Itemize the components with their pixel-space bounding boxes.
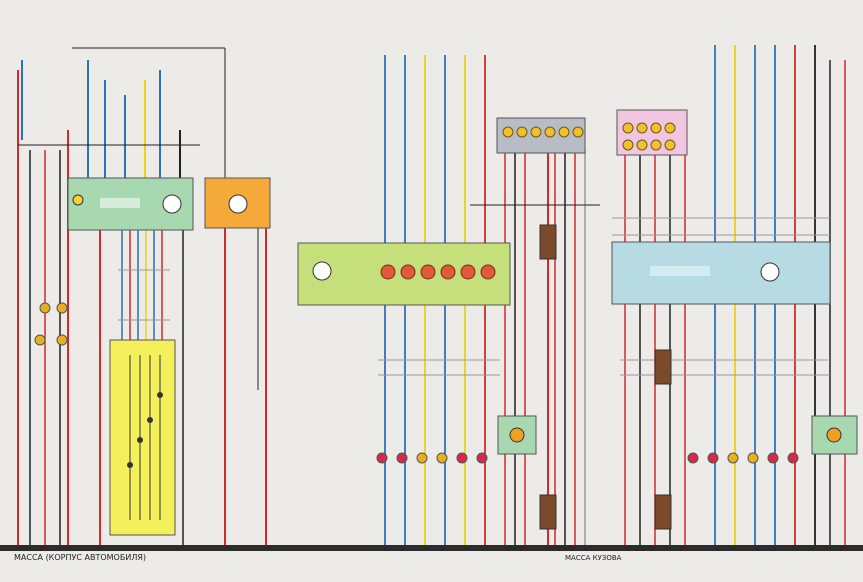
ground-label-box [12,553,102,560]
pin-icon [572,126,584,138]
ground-icon [760,262,780,282]
indicator-icon [72,194,84,206]
led-icon [460,264,476,280]
pin-icon [664,139,676,151]
wires [17,45,846,545]
pin-icon [636,139,648,151]
pin-icon [502,126,514,138]
terminal-dot [56,302,68,314]
lamp-icon [509,427,525,443]
pin-icon [558,126,570,138]
terminal-dot [767,452,779,464]
ground-label-right: МАССА КУЗОВА [565,554,622,562]
terminal-dot [376,452,388,464]
sensor-leds [380,264,496,280]
pin-icon [622,139,634,151]
terminal-dot [396,452,408,464]
pin-icon [530,126,542,138]
pin-icon [636,122,648,134]
terminal-dot [416,452,428,464]
block-left-label [100,198,140,208]
terminal-dots [34,302,799,464]
led-icon [400,264,416,280]
pin-icon [650,122,662,134]
ground-label: МАССА (КОРПУС АВТОМОБИЛЯ) [14,553,146,562]
terminal-dot [787,452,799,464]
pin-icon [544,126,556,138]
relay-icon [539,494,557,530]
footer [0,563,863,578]
relay-icon [654,349,672,385]
relays [539,224,672,530]
pin-icon [516,126,528,138]
block-main [611,241,831,305]
relay-icon [654,494,672,530]
block-main-label [650,266,710,276]
pink-connector-pins [622,122,676,151]
ground-icon [228,194,248,214]
relay-icon [539,224,557,260]
terminal-dot [727,452,739,464]
terminal-dot [34,334,46,346]
led-icon [440,264,456,280]
block-yellow [109,339,176,536]
led-icon [380,264,396,280]
block-yellow-switches [127,355,163,520]
led-icon [420,264,436,280]
gray-connector-pins [502,126,584,138]
terminal-dot [476,452,488,464]
terminal-dot [436,452,448,464]
ground-icon [312,261,332,281]
terminal-dot [39,302,51,314]
led-icon [480,264,496,280]
ground-icon [162,194,182,214]
ground-bus [0,545,863,551]
terminal-dot [56,334,68,346]
pin-icon [622,122,634,134]
terminal-dot [747,452,759,464]
terminal-dot [687,452,699,464]
pin-icon [664,122,676,134]
lamp-icon [826,427,842,443]
terminal-dot [456,452,468,464]
pin-icon [650,139,662,151]
terminal-dot [707,452,719,464]
